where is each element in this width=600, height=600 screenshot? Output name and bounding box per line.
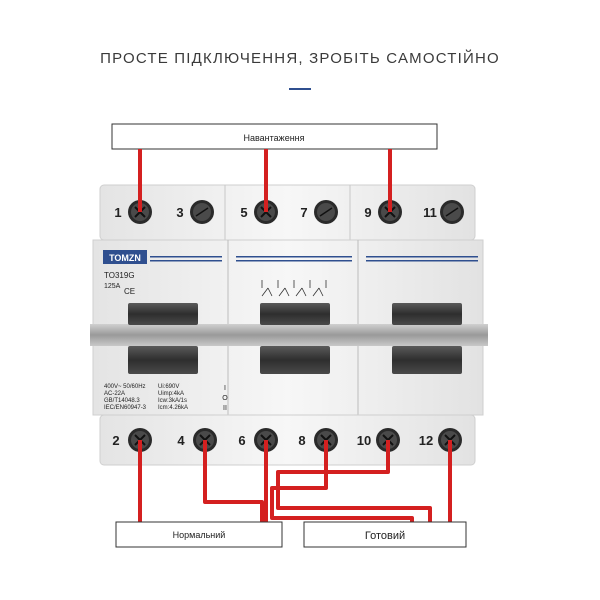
wire-ready-8	[270, 440, 414, 522]
heading-underline	[289, 88, 311, 90]
model-label: TO319G	[104, 271, 135, 280]
bottom-terminal-block	[99, 414, 476, 466]
position-II: II	[223, 405, 227, 412]
bottom-terminal-4-label: 4	[177, 433, 185, 448]
page-heading: ПРОСТЕ ПІДКЛЮЧЕННЯ, ЗРОБІТЬ САМОСТІЙНО	[100, 50, 500, 67]
handle-bar	[90, 324, 488, 346]
top-terminal-7-label: 7	[300, 205, 307, 220]
normal-label: Нормальний	[173, 530, 226, 540]
module-stripes	[150, 256, 478, 262]
wire-normal-4	[203, 440, 264, 522]
bottom-terminal-12-label: 12	[419, 433, 433, 448]
toggle-handle-3[interactable]	[392, 303, 462, 325]
spec-right-2: Icw:3kA/1s	[158, 398, 187, 404]
wire-ready-10	[276, 440, 432, 522]
normal-box: Нормальний	[115, 521, 283, 548]
wires	[138, 149, 452, 522]
top-terminal-1-label: 1	[114, 205, 121, 220]
spec-right-0: Ui:690V	[158, 384, 179, 390]
spec-right-3: Icm:4.26kA	[158, 405, 188, 411]
rating-label: 125A	[104, 283, 121, 290]
spec-left-3: IEC/EN60947-3	[104, 405, 147, 411]
top-terminal-3[interactable]: 3	[176, 200, 214, 224]
top-terminal-7[interactable]: 7	[300, 200, 338, 224]
load-box: Навантаження	[111, 123, 438, 150]
switch-body: TOMZN TO319G 125A CE 400V~ 50/60Hz AC-22…	[90, 239, 488, 416]
bottom-terminal-10-label: 10	[357, 433, 371, 448]
top-terminal-block	[99, 184, 476, 241]
top-terminal-11[interactable]: 11	[423, 200, 464, 224]
spec-left-1: AC-22A	[104, 391, 125, 397]
top-terminal-11-label: 11	[423, 205, 437, 220]
ready-box: Готовий	[303, 521, 467, 548]
bottom-terminal-6-label: 6	[238, 433, 245, 448]
position-O: O	[222, 395, 228, 402]
specs-left: 400V~ 50/60Hz AC-22A GB/T14048.3 IEC/EN6…	[104, 384, 147, 411]
bottom-terminal-8-label: 8	[298, 433, 305, 448]
toggle-handle-2[interactable]	[260, 303, 330, 325]
bottom-terminal-2-label: 2	[112, 433, 119, 448]
toggle-handle-1[interactable]	[128, 303, 198, 325]
brand-label: TOMZN	[109, 253, 141, 263]
spec-right-1: Uimp:4kA	[158, 391, 184, 397]
position-marks: I O II	[222, 385, 228, 412]
spec-left-0: 400V~ 50/60Hz	[104, 384, 146, 390]
top-terminal-5-label: 5	[240, 205, 247, 220]
position-I: I	[224, 385, 226, 392]
spec-left-2: GB/T14048.3	[104, 398, 140, 404]
top-terminal-9-label: 9	[364, 205, 371, 220]
toggle-handles	[128, 303, 462, 374]
ready-label: Готовий	[365, 530, 405, 542]
switch-schematic-icon	[261, 280, 327, 297]
brand-badge	[103, 250, 147, 264]
load-label: Навантаження	[243, 133, 304, 143]
top-terminal-3-label: 3	[176, 205, 183, 220]
ce-mark: CE	[124, 287, 135, 296]
specs-right: Ui:690V Uimp:4kA Icw:3kA/1s Icm:4.26kA	[158, 384, 188, 411]
